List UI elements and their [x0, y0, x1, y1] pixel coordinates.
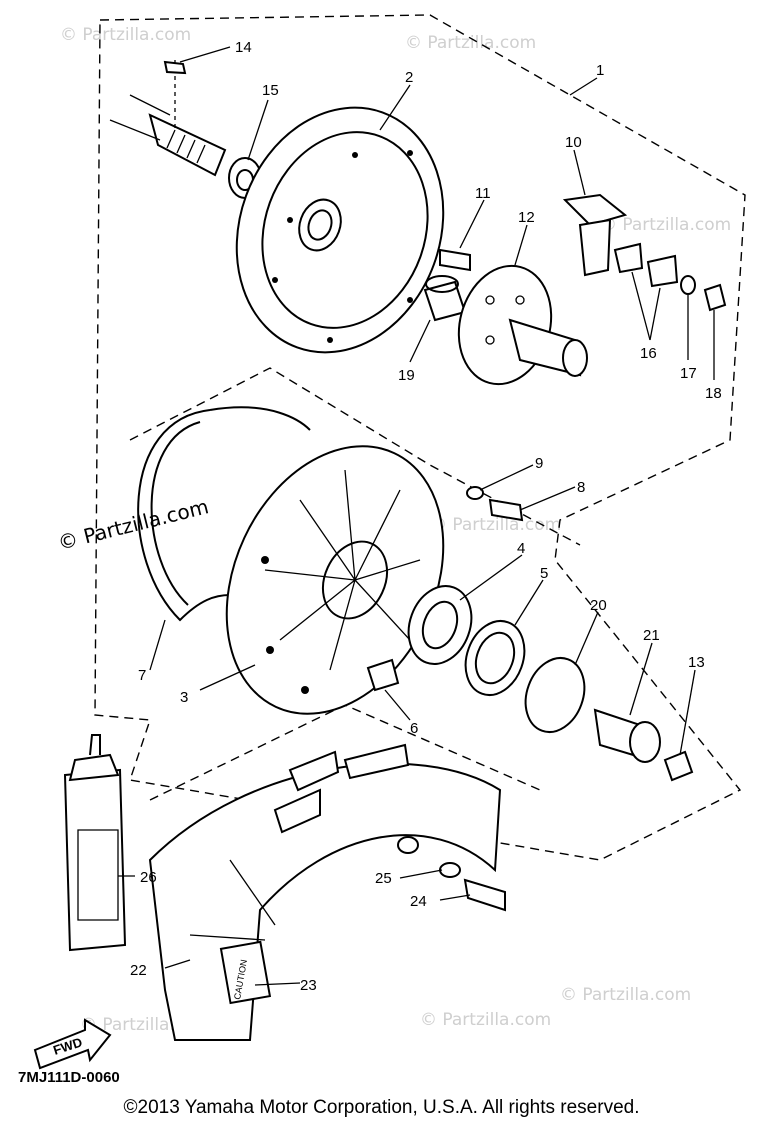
callout-13: 13	[688, 654, 705, 671]
watermark: © Partzilla.com	[60, 25, 191, 45]
copyright-footer: ©2013 Yamaha Motor Corporation, U.S.A. A…	[123, 1097, 640, 1118]
caution-label	[221, 942, 270, 1003]
callout-15: 15	[262, 82, 279, 99]
bolt	[705, 285, 725, 310]
callout-14: 14	[235, 39, 252, 56]
leader-lines	[118, 47, 714, 985]
callout-3: 3	[180, 689, 188, 706]
drum-guard	[150, 745, 500, 1040]
spoked-cover	[185, 411, 485, 749]
sub-boundary	[130, 368, 580, 545]
bracket	[565, 195, 625, 275]
callout-6: 6	[410, 720, 418, 737]
gasket	[138, 410, 230, 620]
watermark: © Partzilla.com	[55, 494, 211, 555]
woodruff-key	[165, 62, 185, 73]
callout-24: 24	[410, 893, 427, 910]
collar	[425, 276, 465, 320]
watermark: © Partzilla.com	[420, 1010, 551, 1030]
grease-bottle	[65, 735, 125, 950]
watermark: © Partzilla.com	[405, 33, 536, 53]
pin	[440, 250, 470, 270]
callout-8: 8	[577, 479, 585, 496]
callout-19: 19	[398, 367, 415, 384]
callout-2: 2	[405, 69, 413, 86]
callout-18: 18	[705, 385, 722, 402]
diagram-code: 7MJ111D-0060	[18, 1069, 120, 1086]
oil-seal-large	[456, 613, 535, 704]
gasket	[210, 407, 310, 430]
watermark: © Partzilla.com	[560, 985, 691, 1005]
callout-7: 7	[138, 667, 146, 684]
drive-shaft	[110, 60, 225, 175]
bolt	[490, 500, 522, 520]
bolt	[465, 880, 505, 910]
callout-23: 23	[300, 977, 317, 994]
callout-11: 11	[475, 185, 491, 202]
callout-10: 10	[565, 134, 582, 151]
callout-22: 22	[130, 962, 147, 979]
nut	[467, 487, 483, 499]
washer	[440, 863, 460, 877]
callout-layer: 14 15 2 1 10 11 12 16 17 18 19 9 8 4 5 2…	[130, 39, 722, 994]
lock-plate	[648, 256, 677, 286]
hub	[446, 255, 587, 394]
callout-25: 25	[375, 870, 392, 887]
lock-plate	[615, 244, 642, 272]
callout-20: 20	[590, 597, 607, 614]
spring	[665, 752, 692, 780]
callout-9: 9	[535, 455, 543, 472]
callout-21: 21	[643, 627, 660, 644]
callout-17: 17	[680, 365, 697, 382]
callout-5: 5	[540, 565, 548, 582]
callout-4: 4	[517, 540, 525, 557]
gasket	[152, 422, 200, 605]
callout-1: 1	[596, 62, 604, 79]
sleeve-nut	[595, 710, 660, 762]
watermark: © Partzilla.com	[600, 215, 731, 235]
callout-16: 16	[640, 345, 657, 362]
circlip	[516, 650, 595, 741]
assembly-boundary	[95, 15, 745, 860]
callout-12: 12	[518, 209, 535, 226]
watermark: © Partzilla.com	[430, 515, 561, 535]
callout-26: 26	[140, 869, 157, 886]
bearing	[398, 577, 482, 673]
forward-arrow: FWD	[35, 1020, 110, 1068]
plug	[368, 660, 398, 690]
washer	[681, 276, 695, 294]
brake-drum	[203, 78, 476, 381]
